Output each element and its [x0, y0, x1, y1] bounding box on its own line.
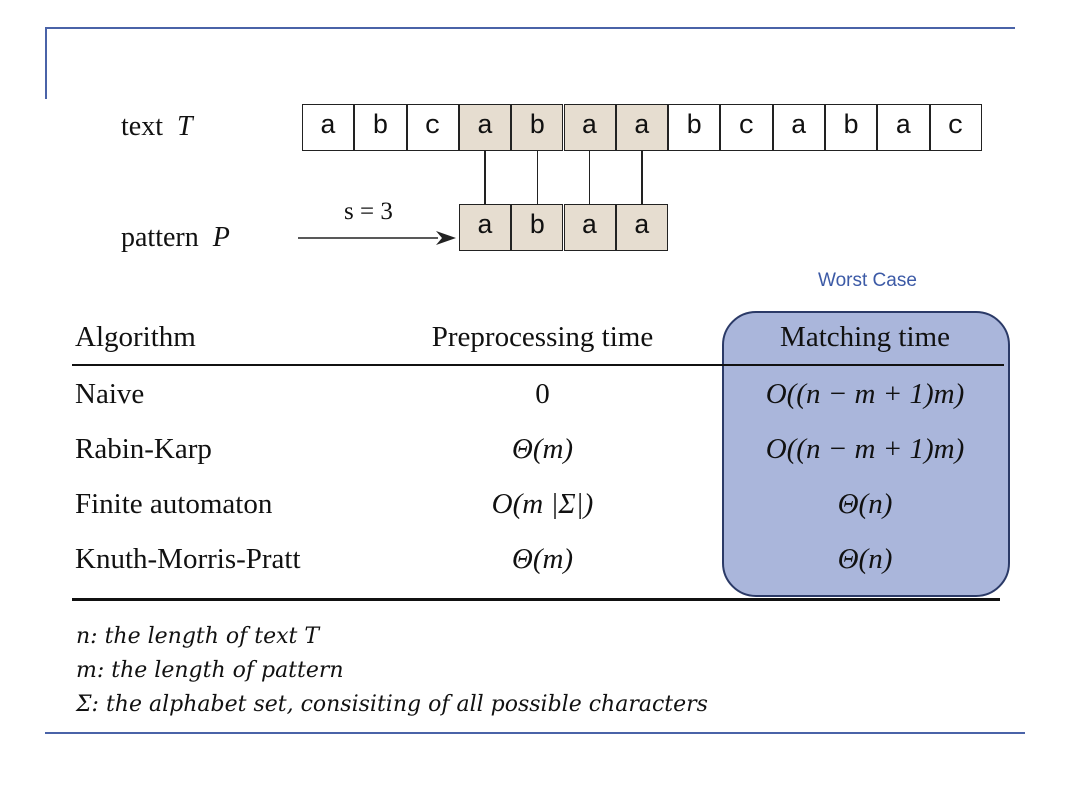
match-connector [536, 151, 539, 204]
table-row: Rabin-Karp Θ(m) O((n − m + 1)m) [0, 433, 1080, 477]
text-cell: a [772, 104, 825, 151]
shift-label: s = 3 [344, 198, 393, 225]
note-m: m: the length of pattern [76, 658, 344, 683]
text-cell: b [668, 104, 721, 151]
algorithm-cell: Finite automaton [75, 488, 273, 520]
match-connector [484, 151, 486, 204]
shift-arrow [298, 231, 456, 245]
worst-case-highlight [722, 311, 1010, 597]
bottom-rule [45, 732, 1025, 734]
note-sigma: Σ: the alphabet set, consisiting of all … [76, 692, 708, 717]
match-connector [641, 151, 643, 204]
text-cell: c [929, 104, 982, 151]
pattern-cell: a [563, 204, 616, 251]
preprocessing-cell: 0 [535, 378, 550, 410]
text-cell: a [302, 104, 355, 151]
text-cell: a [877, 104, 930, 151]
match-connector [588, 151, 591, 204]
algorithm-cell: Knuth-Morris-Pratt [75, 543, 301, 575]
preprocessing-cell: Θ(m) [511, 543, 574, 575]
matching-cell: O((n − m + 1)m) [765, 378, 965, 410]
table-bottom-rule [72, 598, 1000, 601]
worst-case-label: Worst Case [818, 270, 917, 291]
left-accent-bar [45, 27, 47, 99]
pattern-cell: b [511, 204, 564, 251]
table-row: Naive 0 O((n − m + 1)m) [0, 378, 1080, 422]
text-cell: b [825, 104, 878, 151]
matching-cell: Θ(n) [837, 543, 893, 575]
header-preprocessing: Preprocessing time [431, 321, 654, 353]
text-cell: a [458, 104, 512, 151]
matching-cell: O((n − m + 1)m) [765, 433, 965, 465]
text-cell: b [354, 104, 407, 151]
table-row: Knuth-Morris-Pratt Θ(m) Θ(n) [0, 543, 1080, 587]
text-cell: a [563, 104, 616, 151]
table-row: Finite automaton O(m |Σ|) Θ(n) [0, 488, 1080, 532]
text-cell: a [615, 104, 669, 151]
header-rule [72, 364, 1004, 366]
text-cell: c [720, 104, 773, 151]
pattern-cell: a [458, 204, 512, 251]
table-header: Algorithm Preprocessing time Matching ti… [0, 321, 1080, 365]
matching-cell: Θ(n) [837, 488, 893, 520]
text-cell: b [511, 104, 564, 151]
text-label: text T [121, 111, 193, 142]
top-rule [45, 27, 1015, 29]
algorithm-cell: Naive [75, 378, 145, 410]
note-n: n: the length of text T [76, 624, 320, 649]
preprocessing-cell: O(m |Σ|) [491, 488, 594, 520]
preprocessing-cell: Θ(m) [511, 433, 574, 465]
pattern-label: pattern P [121, 222, 230, 253]
header-algorithm: Algorithm [75, 321, 196, 353]
text-cell: c [406, 104, 459, 151]
pattern-cell: a [615, 204, 669, 251]
header-matching: Matching time [780, 321, 950, 353]
algorithm-cell: Rabin-Karp [75, 433, 212, 465]
